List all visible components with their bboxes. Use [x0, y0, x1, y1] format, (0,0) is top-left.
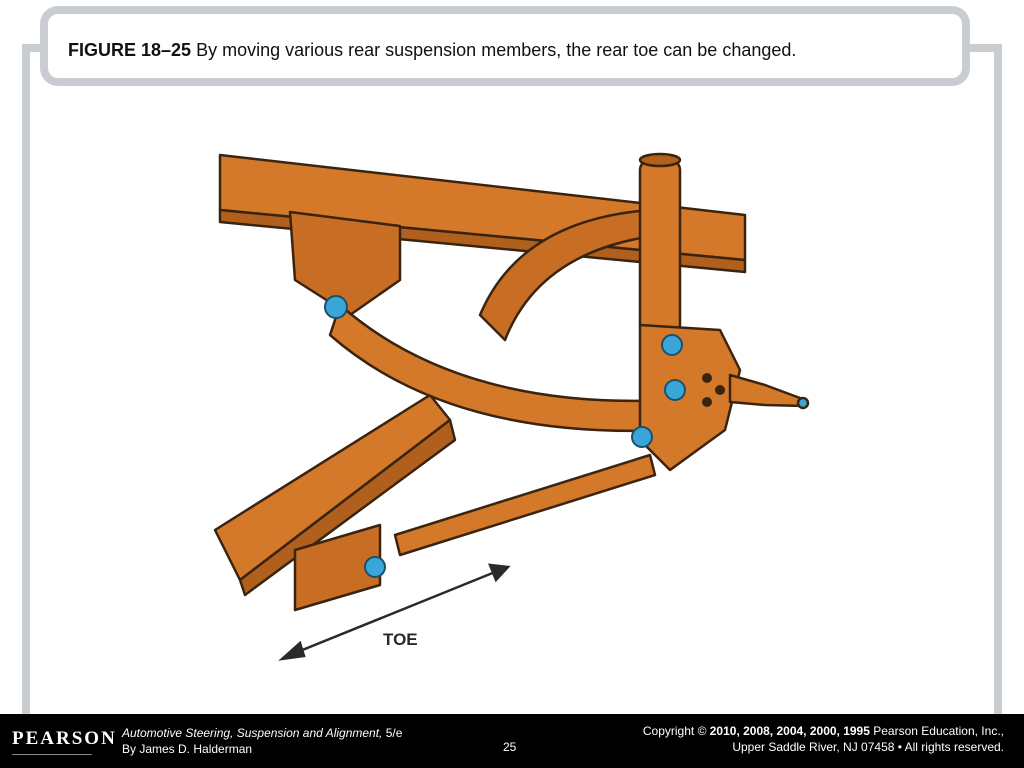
figure-label: FIGURE 18–25 — [68, 40, 192, 60]
publisher-address: Upper Saddle River, NJ 07458 • All right… — [732, 740, 1004, 754]
footer: PEARSON Automotive Steering, Suspension … — [0, 714, 1024, 768]
copyright-line: Copyright © 2010, 2008, 2004, 2000, 1995… — [643, 724, 1004, 738]
book-edition: 5/e — [382, 726, 403, 740]
bolt-upper-bracket — [324, 295, 348, 319]
bolt-knuckle-1 — [661, 334, 683, 356]
rear-suspension-illustration — [213, 152, 810, 661]
shock-absorber — [638, 158, 682, 337]
copyright-suffix: Pearson Education, Inc., — [869, 724, 1004, 738]
steering-knuckle — [638, 323, 742, 472]
bolt-knuckle-3 — [631, 426, 653, 448]
logo-underline — [12, 754, 92, 755]
bolt-lower-bracket — [364, 556, 386, 578]
copyright-years: 2010, 2008, 2004, 2000, 1995 — [709, 724, 870, 738]
spindle — [728, 373, 807, 408]
lower-bracket — [293, 523, 382, 612]
page-number: 25 — [503, 740, 517, 754]
toe-label: TOE — [383, 630, 418, 649]
bolt-knuckle-2 — [664, 379, 686, 401]
pearson-logo: PEARSON — [12, 728, 117, 749]
upper-bracket — [288, 210, 402, 317]
toe-arrow — [289, 568, 501, 657]
author: By James D. Halderman — [122, 742, 253, 756]
copyright-prefix: Copyright © — [642, 724, 710, 738]
caption-box: FIGURE 18–25 By moving various rear susp… — [40, 6, 970, 86]
toe-link — [393, 453, 657, 557]
caption-text: By moving various rear suspension member… — [191, 40, 797, 60]
book-title-text: Automotive Steering, Suspension and Alig… — [122, 726, 383, 740]
figure-caption: FIGURE 18–25 By moving various rear susp… — [68, 40, 796, 61]
book-title: Automotive Steering, Suspension and Alig… — [122, 726, 402, 740]
